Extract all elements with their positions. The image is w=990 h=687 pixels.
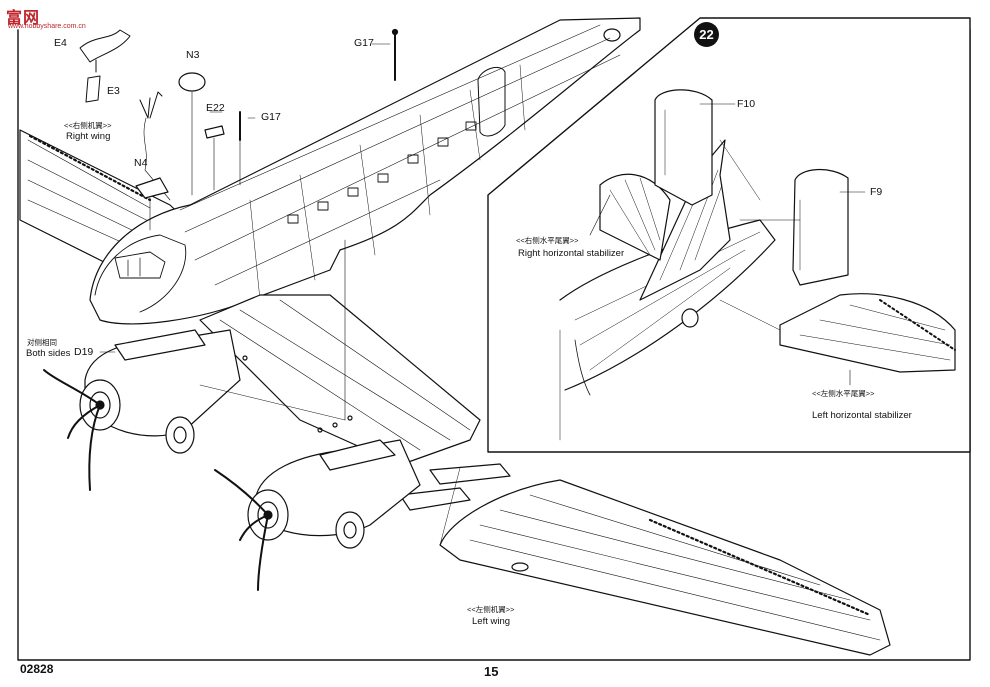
part-label-f9: F9 — [870, 186, 883, 198]
part-e3 — [85, 75, 101, 103]
part-label-e4: E4 — [54, 37, 67, 49]
part-label-g17-top: G17 — [354, 37, 374, 49]
part-e4 — [79, 29, 131, 73]
left-wing-label-en: Left wing — [472, 616, 511, 627]
left-wing-label-zh: <<左侧机翼>> — [467, 605, 515, 614]
part-label-f10: F10 — [737, 98, 756, 110]
part-label-n4: N4 — [134, 157, 148, 169]
watermark-logo: 富网 — [6, 10, 41, 27]
cabin-windows — [287, 121, 477, 224]
fuselage — [89, 17, 641, 325]
part-f9 — [792, 168, 849, 286]
left-outer-wing — [399, 463, 891, 656]
page-number: 15 — [484, 664, 499, 679]
leader-lines — [99, 43, 866, 386]
both-sides-label-zh: 对侧相同 — [27, 338, 57, 347]
left-hstab-label-zh: <<左侧水平尾翼>> — [812, 389, 875, 398]
watermark-url: www.hobbyshare.com.cn — [8, 23, 86, 30]
part-n3 — [178, 72, 206, 92]
both-sides-label-en: Both sides — [26, 348, 71, 359]
right-hstab-label-en: Right horizontal stabilizer — [518, 248, 625, 259]
right-hstab-label-zh: <<右侧水平尾翼>> — [516, 236, 579, 245]
cargo-door — [477, 67, 506, 137]
part-f10 — [654, 89, 713, 206]
part-label-g17-mid: G17 — [261, 111, 281, 123]
part-label-e3: E3 — [107, 85, 120, 97]
part-label-e22: E22 — [206, 102, 225, 114]
part-e22 — [204, 125, 225, 139]
part-n4 — [135, 177, 169, 199]
left-hstab-label-en: Left horizontal stabilizer — [812, 410, 912, 421]
right-wing-label-zh: <<右侧机翼>> — [64, 121, 112, 130]
engine-nacelle-2 — [214, 439, 421, 591]
center-wing — [199, 294, 481, 466]
part-n4-antenna — [139, 91, 171, 201]
part-label-d19: D19 — [74, 346, 94, 358]
part-label-n3: N3 — [186, 49, 200, 61]
d19-part — [114, 329, 206, 361]
inset-tail-assembly — [559, 89, 956, 441]
kit-code: 02828 — [20, 662, 54, 676]
step-number-badge: 22 — [694, 22, 719, 47]
right-wing-label-en: Right wing — [66, 131, 111, 142]
